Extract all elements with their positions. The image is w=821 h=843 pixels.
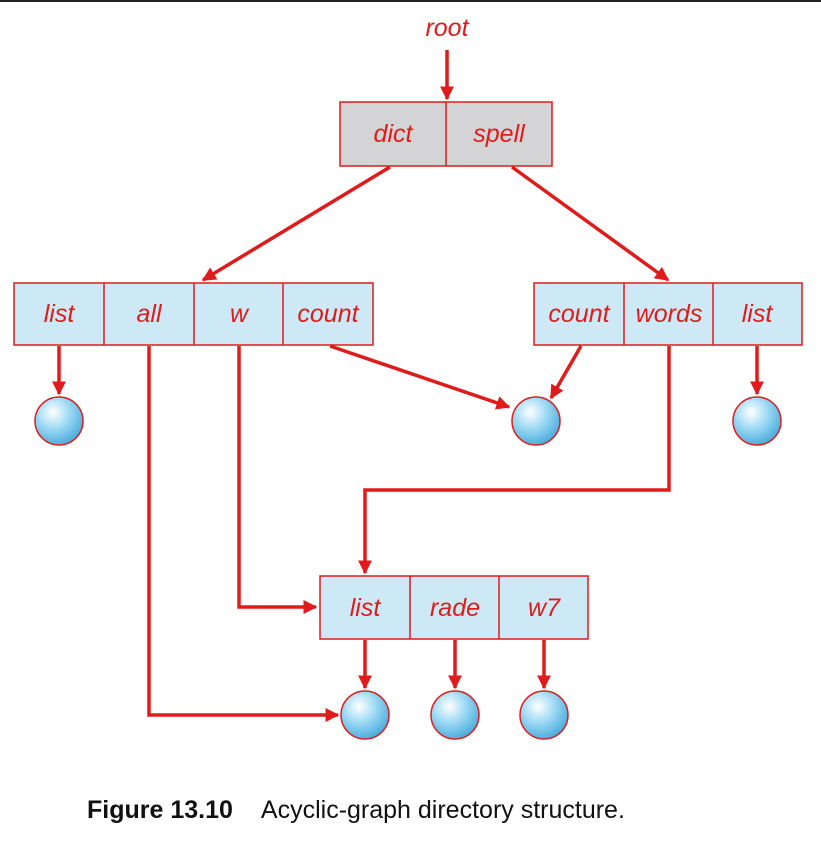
arrow-dict-to-dir [201, 165, 391, 282]
root-directory: dict spell [339, 101, 553, 167]
entry-dict: dict [374, 120, 414, 148]
arrows [52, 50, 764, 722]
figure-caption-text: Acyclic-graph directory structure. [261, 796, 625, 824]
figure-number: Figure 13.10 [87, 796, 233, 824]
entry-count: count [297, 300, 359, 328]
entry-count: count [548, 300, 610, 328]
entry-w7: w7 [528, 594, 561, 622]
file-node [430, 690, 480, 740]
arrow-words-to-shared-dir [358, 346, 671, 575]
files [34, 396, 782, 740]
arrow-count-to-shared-file [329, 344, 511, 410]
file-node [519, 690, 569, 740]
entry-rade: rade [430, 594, 480, 622]
arrow-w-to-shared-dir [237, 346, 318, 614]
entry-all: all [136, 300, 162, 328]
root-label: root [425, 14, 469, 42]
arrow-spell-count-to-shared-file [549, 345, 583, 400]
file-node [34, 396, 84, 446]
arrow-all-to-file [147, 346, 340, 722]
entry-words: words [636, 300, 703, 328]
file-node [732, 396, 782, 446]
shared-directory: list rade w7 [319, 575, 589, 640]
entry-spell: spell [473, 120, 526, 148]
entry-list: list [44, 300, 76, 328]
entry-w: w [230, 300, 250, 328]
figure-caption: Figure 13.10 Acyclic-graph directory str… [87, 796, 625, 824]
top-rule [0, 0, 821, 2]
entry-list: list [742, 300, 774, 328]
arrow-spell-to-dir [510, 165, 670, 282]
spell-directory-box [533, 282, 803, 346]
file-node-shared [511, 396, 561, 446]
file-node-shared [340, 690, 390, 740]
shared-directory-box [319, 575, 589, 640]
dict-directory: list all w count [13, 282, 374, 346]
entry-list: list [350, 594, 382, 622]
spell-directory: count words list [533, 282, 803, 346]
